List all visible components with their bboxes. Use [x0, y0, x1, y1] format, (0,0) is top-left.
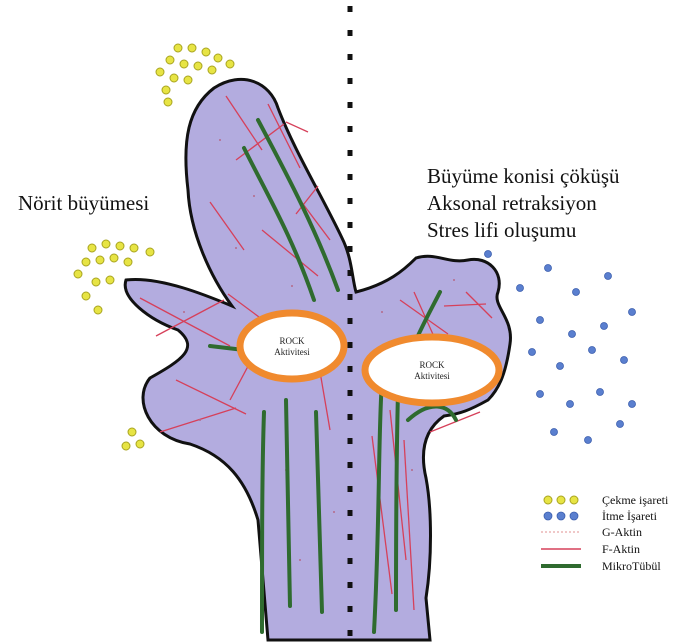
- legend-label-repulsive: İtme İşareti: [602, 509, 657, 524]
- legend-symbol-blue-dots: [544, 512, 578, 520]
- label-axonal-retraction: Aksonal retraksiyon: [427, 189, 597, 218]
- legend-symbol-yellow-circles: [544, 496, 578, 504]
- rock-label-line1: ROCK: [392, 360, 472, 371]
- legend-symbols: [541, 496, 581, 566]
- label-neurite-growth: Nörit büyümesi: [18, 189, 149, 218]
- legend-label-attractive: Çekme işareti: [602, 493, 668, 508]
- rock-label-line2: Aktivitesi: [392, 371, 472, 382]
- rock-activity-label-left: ROCK Aktivitesi: [252, 336, 332, 358]
- legend-label-f-actin: F-Aktin: [602, 542, 640, 557]
- label-stress-fiber-formation: Stres lifi oluşumu: [427, 216, 576, 245]
- rock-label-line1: ROCK: [252, 336, 332, 347]
- legend-label-microtubule: MikroTübül: [602, 559, 661, 574]
- rock-activity-label-right: ROCK Aktivitesi: [392, 360, 472, 382]
- label-growth-cone-collapse: Büyüme konisi çöküşü: [427, 162, 620, 191]
- legend-label-g-actin: G-Aktin: [602, 525, 642, 540]
- rock-label-line2: Aktivitesi: [252, 347, 332, 358]
